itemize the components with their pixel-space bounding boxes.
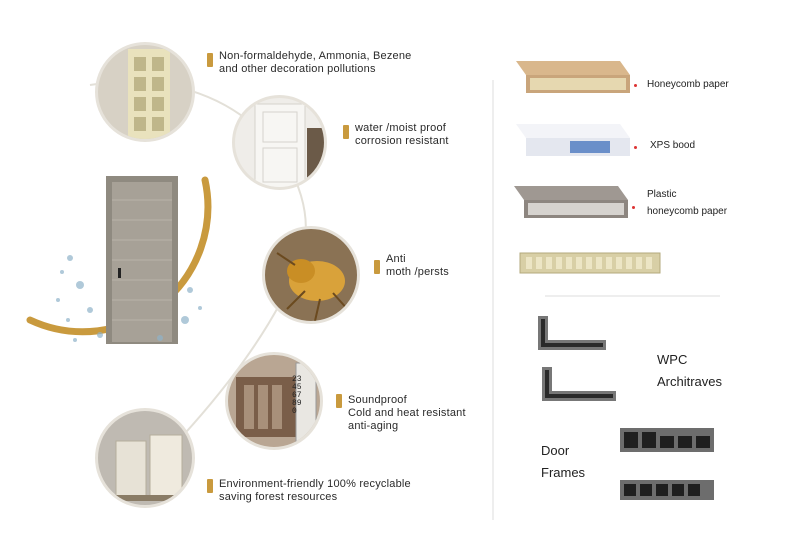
profile-line: Frames [541, 465, 586, 480]
tape-digits: 234567890 [292, 375, 302, 416]
profile-line: Architraves [657, 374, 723, 389]
material-line: XPS bood [650, 140, 696, 151]
gold-marker [343, 125, 349, 139]
feature-line: water /moist proof [355, 122, 447, 134]
material-line: honeycomb paper [647, 206, 728, 217]
gold-marker [336, 394, 342, 408]
feature-line: moth /persts [386, 266, 449, 278]
material-label-honeycomb: Honeycomb paper [647, 76, 729, 93]
feature-label-recyclable: Environment-friendly 100% recyclable sav… [219, 478, 411, 504]
architrave-profile-2 [542, 367, 616, 401]
profile-line: Door [541, 443, 570, 458]
feature-image-white-door [232, 95, 327, 190]
material-line: Honeycomb paper [647, 79, 729, 90]
material-label-xps: XPS bood [650, 137, 695, 154]
pointer-dot [634, 146, 637, 149]
feature-line: corrosion resistant [355, 135, 449, 147]
material-plastic-honeycomb-sample [514, 186, 628, 218]
feature-line: Non-formaldehyde, Ammonia, Bezene [219, 50, 412, 62]
material-label-plastic-honeycomb: Plastic honeycomb paper [647, 186, 727, 220]
feature-image-profile-tape [225, 352, 323, 450]
profile-line: WPC [657, 352, 688, 367]
material-honeycomb-sample [516, 61, 630, 93]
architrave-profile-1 [538, 316, 606, 350]
gold-marker [207, 479, 213, 493]
feature-line: anti-aging [348, 420, 399, 432]
material-line: Plastic [647, 189, 677, 200]
feature-line: and other decoration pollutions [219, 63, 376, 75]
feature-label-eco: Non-formaldehyde, Ammonia, Bezene and ot… [219, 50, 411, 76]
feature-line: Soundproof [348, 394, 407, 406]
feature-line: Anti [386, 253, 406, 265]
gold-marker [207, 53, 213, 67]
profile-label-architraves: WPC Architraves [657, 349, 722, 393]
feature-line: saving forest resources [219, 491, 338, 503]
profile-label-door-frames: Door Frames [541, 440, 585, 484]
pointer-dot [634, 84, 637, 87]
feature-line: Environment-friendly 100% recyclable [219, 478, 411, 490]
door-frame-profile-2 [620, 480, 714, 500]
feature-label-soundproof: Soundproof Cold and heat resistant anti-… [348, 394, 466, 433]
door-illustration [40, 170, 210, 355]
material-xps-sample [516, 124, 630, 156]
pointer-dot [632, 206, 635, 209]
door-frame-profile-1 [620, 428, 714, 452]
feature-image-eco-panel [95, 42, 195, 142]
feature-label-moisture: water /moist proof corrosion resistant [355, 122, 449, 148]
feature-line: Cold and heat resistant [348, 407, 466, 419]
feature-label-anti-moth: Anti moth /persts [386, 253, 449, 279]
gold-marker [374, 260, 380, 274]
material-core-profile [519, 252, 661, 274]
feature-image-termite [262, 226, 360, 324]
feature-image-stacked-doors [95, 408, 195, 508]
